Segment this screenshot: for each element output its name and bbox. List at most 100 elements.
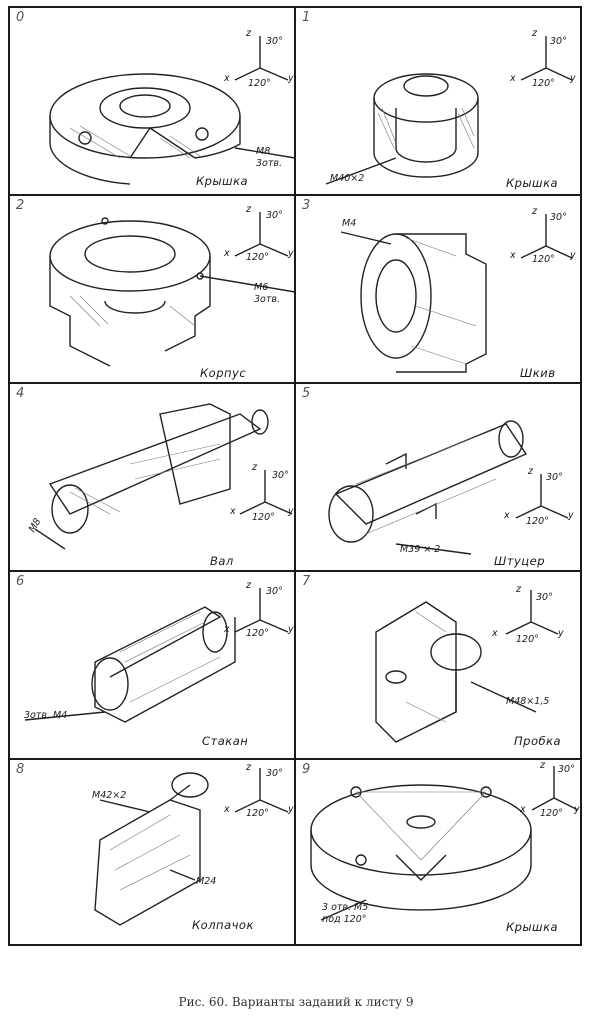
frame-middle (294, 6, 296, 946)
axis-x: x (230, 506, 236, 517)
angle-120: 120° (252, 512, 275, 523)
holes-dim: 3отв. (256, 158, 283, 169)
part-name: Вал (210, 554, 234, 568)
part-name: Шкив (520, 366, 556, 380)
axis-x: x (224, 624, 230, 635)
axis-y: y (570, 250, 576, 261)
row-divider-1 (8, 194, 582, 196)
axis-z: z (540, 760, 545, 771)
angle-30: 30° (536, 592, 553, 603)
axis-y: y (288, 248, 294, 259)
axis-x: x (492, 628, 498, 639)
axis-y: y (570, 73, 576, 84)
angle-30: 30° (266, 210, 283, 221)
angle-30: 30° (558, 764, 575, 775)
variant-number: 7 (302, 574, 311, 589)
variant-number: 3 (302, 198, 311, 213)
axis-z: z (532, 28, 537, 39)
variant-3: 3 М4 z 30° x 120° y Шкив (296, 196, 583, 384)
axis-x: x (510, 73, 516, 84)
variant-0-drawing (49, 36, 296, 185)
angle-30: 30° (266, 768, 283, 779)
row-divider-2 (8, 382, 582, 384)
axis-x: x (224, 248, 230, 259)
variant-number: 1 (302, 10, 311, 25)
thread-dim: М4 (342, 218, 357, 229)
variant-4: 4 М8 z 30° x 120° y Вал (10, 384, 297, 572)
holes-dim: 3 отв. М5 (322, 902, 369, 913)
axis-y: y (288, 506, 294, 517)
holes-dim: 3отв. (254, 294, 281, 305)
axis-x: x (520, 804, 526, 815)
part-name: Крышка (196, 174, 249, 188)
axis-y: y (288, 804, 294, 815)
angle-30: 30° (550, 212, 567, 223)
variant-number: 9 (302, 762, 311, 777)
angle-120: 120° (246, 808, 269, 819)
angle-120: 120° (246, 252, 269, 263)
row-divider-3 (8, 570, 582, 572)
thread-dim-2: М24 (196, 876, 217, 887)
variant-1: 1 z 30° x 120° y М40×2 Крышка (296, 8, 583, 196)
axis-z: z (246, 204, 251, 215)
variant-6: 6 z 30° x 120° y 3отв. М4 Стакан (10, 572, 297, 760)
variant-3-drawing (340, 214, 573, 373)
variant-number: 6 (16, 574, 25, 589)
variant-number: 2 (16, 198, 25, 213)
frame-left (8, 6, 10, 946)
angle-30: 30° (266, 586, 283, 597)
axis-z: z (246, 28, 251, 39)
variant-8: 8 М42×2 М24 z 30° x 120° y Колпачок (10, 760, 297, 948)
axis-y: y (288, 73, 294, 84)
holes-angle: под 120° (322, 914, 367, 925)
variant-5: 5 z 30° x 120° y М39 × 2 Штуцер (296, 384, 583, 572)
part-name: Крышка (506, 920, 559, 934)
variant-8-drawing (94, 768, 289, 926)
variant-5-drawing (328, 420, 569, 555)
axis-z: z (246, 580, 251, 591)
variant-number: 0 (16, 10, 25, 25)
thread-dim: 3отв. М4 (24, 710, 68, 721)
task-variants-sheet: 0 z 30° x 120° y М8 3отв. Крышка (8, 6, 582, 946)
angle-30: 30° (266, 36, 283, 47)
frame-right (580, 6, 582, 946)
axis-x: x (224, 804, 230, 815)
angle-120: 120° (248, 78, 271, 89)
thread-dim: М6 (254, 282, 269, 293)
angle-30: 30° (272, 470, 289, 481)
axis-z: z (528, 466, 533, 477)
axis-y: y (568, 510, 574, 521)
angle-30: 30° (550, 36, 567, 47)
part-name: Пробка (514, 734, 562, 748)
variant-9-drawing (310, 766, 579, 921)
variant-number: 4 (16, 386, 25, 401)
angle-120: 120° (526, 516, 549, 527)
axis-z: z (252, 462, 257, 473)
axis-y: y (288, 624, 294, 635)
variant-0: 0 z 30° x 120° y М8 3отв. Крышка (10, 8, 297, 196)
variant-number: 8 (16, 762, 25, 777)
thread-dim: М40×2 (330, 173, 365, 184)
part-name: Корпус (200, 366, 247, 380)
part-name: Стакан (202, 734, 249, 748)
axis-x: x (504, 510, 510, 521)
axis-y: y (558, 628, 564, 639)
axis-y: y (574, 804, 580, 815)
variant-6-drawing (24, 588, 289, 723)
axis-z: z (532, 206, 537, 217)
variant-number: 5 (302, 386, 311, 401)
axis-z: z (516, 584, 521, 595)
thread-dim: М48×1,5 (506, 696, 550, 707)
angle-120: 120° (540, 808, 563, 819)
angle-120: 120° (532, 78, 555, 89)
variant-2: 2 z 30° x 120° y М6 3отв. Корпус (10, 196, 297, 384)
part-name: Колпачок (192, 918, 254, 932)
thread-dim: М42×2 (92, 790, 127, 801)
angle-120: 120° (532, 254, 555, 265)
part-name: Крышка (506, 176, 559, 190)
axis-x: x (510, 250, 516, 261)
axis-x: x (224, 73, 230, 84)
angle-30: 30° (546, 472, 563, 483)
variant-1-drawing (325, 36, 573, 185)
part-name: Штуцер (494, 554, 546, 568)
